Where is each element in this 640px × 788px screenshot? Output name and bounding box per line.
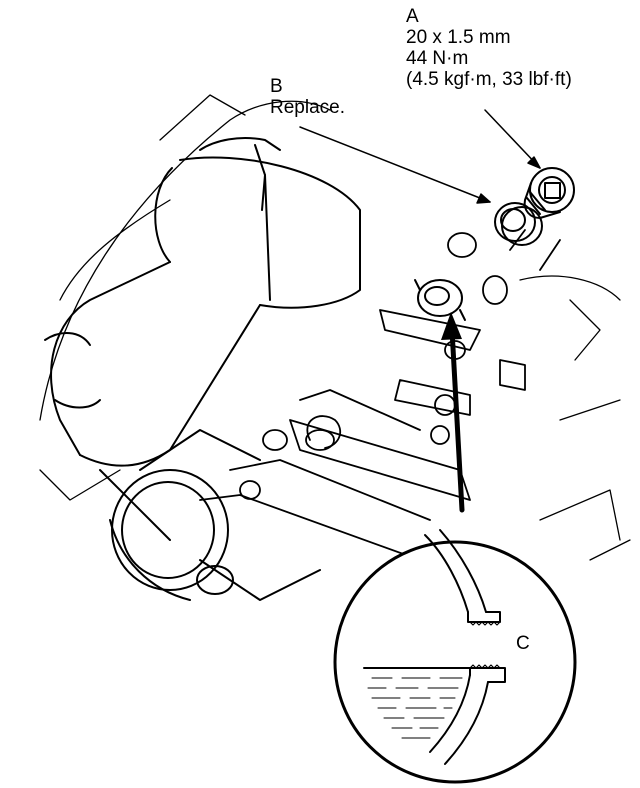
detail-arrow xyxy=(441,312,465,513)
sealing-washer xyxy=(494,202,543,246)
drain-plug xyxy=(523,167,575,219)
hub xyxy=(109,429,321,601)
drain-hole-boss xyxy=(414,279,466,321)
callout-c: C xyxy=(516,633,530,654)
leader-lines xyxy=(299,109,541,204)
callout-a-torque-alt: (4.5 kgf·m, 33 lbf·ft) xyxy=(406,69,572,90)
callout-a-letter: A xyxy=(406,6,419,27)
callout-a-size: 20 x 1.5 mm xyxy=(406,27,511,48)
housing-outline xyxy=(39,94,631,561)
case-body xyxy=(44,137,361,541)
callout-b: B Replace. xyxy=(270,76,345,118)
callout-a-torque: 44 N·m xyxy=(406,48,469,69)
oil-fill xyxy=(367,677,463,739)
detail-view xyxy=(333,529,577,784)
callout-b-note: Replace. xyxy=(270,97,345,118)
callout-a: A 20 x 1.5 mm 44 N·m (4.5 kgf·m, 33 lbf·… xyxy=(406,6,572,90)
callout-b-letter: B xyxy=(270,76,283,97)
flange xyxy=(199,309,481,561)
bosses xyxy=(239,229,561,500)
callout-c-letter: C xyxy=(516,633,530,654)
